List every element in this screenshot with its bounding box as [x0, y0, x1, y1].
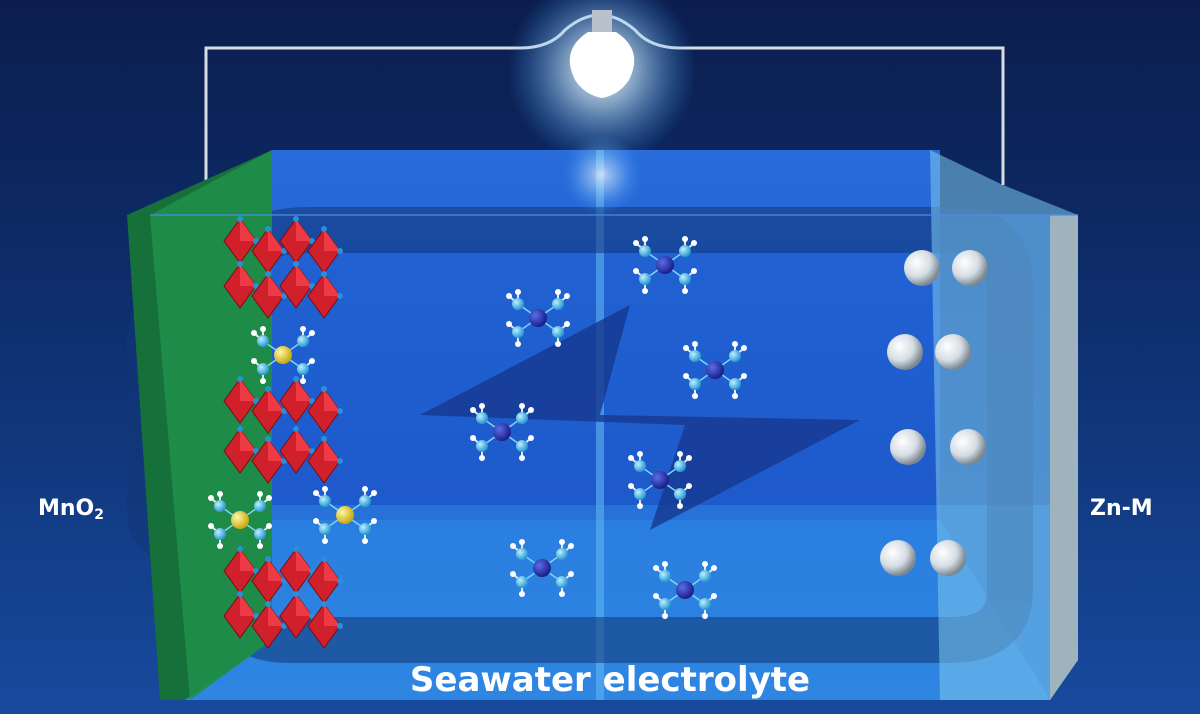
octahedron [251, 601, 287, 649]
hydrated-ion [633, 236, 697, 294]
zinc-sphere [880, 540, 916, 576]
hydrated-ion [506, 289, 570, 347]
hydrated-ion [251, 326, 315, 384]
octahedron [251, 556, 287, 604]
octahedron [307, 436, 343, 484]
separator-membrane [596, 150, 604, 700]
hydrated-ions [208, 236, 747, 619]
octahedron [223, 376, 259, 424]
anode-label: Zn-M [1090, 496, 1153, 521]
mno2-octahedra [223, 216, 343, 649]
octahedron [279, 591, 315, 639]
anode-plate [930, 150, 1078, 700]
hydrated-ion [470, 403, 534, 461]
octahedron [223, 261, 259, 309]
octahedron [307, 386, 343, 434]
octahedron [251, 271, 287, 319]
zinc-sphere [950, 429, 986, 465]
zinc-sphere [930, 540, 966, 576]
zinc-spheres [880, 250, 988, 576]
octahedron [251, 436, 287, 484]
electrolyte-label: Seawater electrolyte [409, 660, 811, 700]
zinc-sphere [935, 334, 971, 370]
octahedron [307, 556, 343, 604]
zinc-sphere [904, 250, 940, 286]
octahedron [223, 426, 259, 474]
zinc-sphere [952, 250, 988, 286]
hydrated-ion [683, 341, 747, 399]
hydrated-ion [653, 561, 717, 619]
octahedron [251, 386, 287, 434]
octahedron [307, 601, 343, 649]
cathode-label: MnO2 [38, 496, 105, 523]
octahedron [307, 226, 343, 274]
hydrated-ion [313, 486, 377, 544]
anode-plate-edge [1050, 215, 1078, 700]
octahedron [307, 271, 343, 319]
zinc-sphere [890, 429, 926, 465]
octahedron [279, 376, 315, 424]
octahedron [223, 591, 259, 639]
hydrated-ion [208, 491, 272, 549]
octahedron [279, 261, 315, 309]
light-bulb-icon [507, 0, 697, 215]
octahedron [279, 426, 315, 474]
lightning-bolt-icon [420, 305, 860, 530]
hydrated-ion [510, 539, 574, 597]
zinc-sphere [887, 334, 923, 370]
hydrated-ion [628, 451, 692, 509]
